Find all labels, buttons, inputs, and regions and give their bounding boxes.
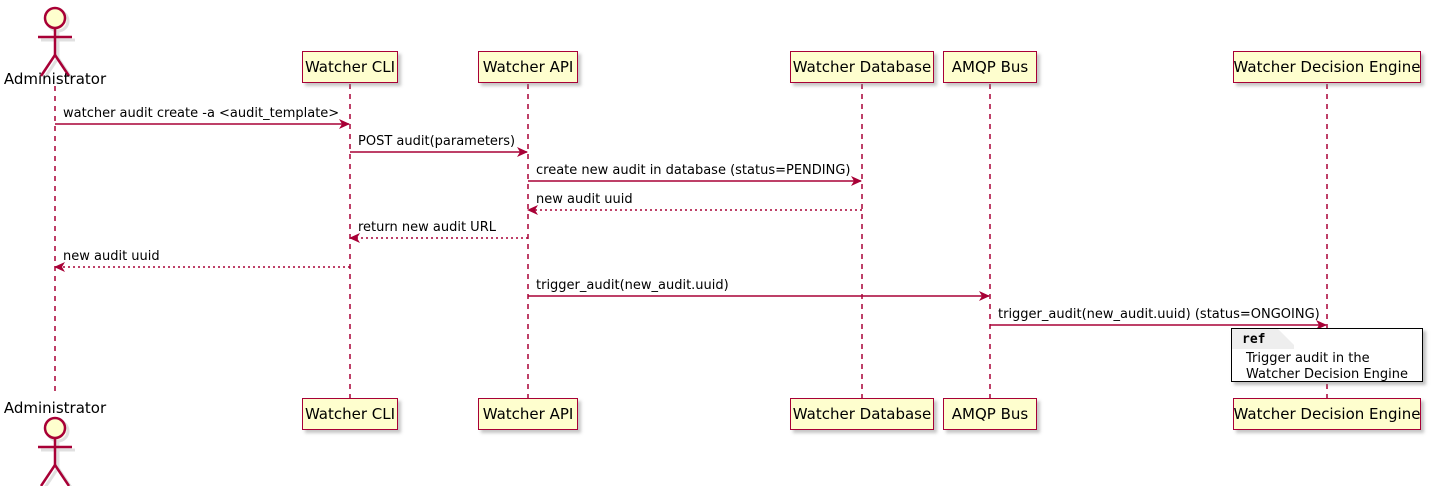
message-label-2: POST audit(parameters)	[358, 134, 516, 149]
message-label-7: trigger_audit(new_audit.uuid)	[536, 278, 729, 293]
participant-label: Watcher Decision Engine	[1233, 404, 1421, 423]
participant-box-bottom-watcher-database[interactable]: Watcher Database	[790, 398, 934, 430]
actor-label-administrator-top: Administrator	[3, 70, 107, 88]
participant-box-bottom-amqp-bus[interactable]: AMQP Bus	[943, 398, 1037, 430]
ref-body-line-2: Watcher Decision Engine	[1246, 367, 1408, 382]
actor-leg-right	[53, 464, 71, 486]
actor-figure-administrator-bottom	[38, 416, 75, 486]
message-label-4: new audit uuid	[536, 192, 633, 207]
ref-fragment: ref Trigger audit in the Watcher Decisio…	[1231, 328, 1423, 382]
actor-figure-administrator-top	[38, 6, 75, 80]
participant-box-top-watcher-api[interactable]: Watcher API	[478, 51, 578, 83]
participant-label: Watcher Decision Engine	[1233, 57, 1421, 76]
participant-box-top-watcher-cli[interactable]: Watcher CLI	[302, 51, 398, 83]
actor-leg-left	[39, 464, 57, 486]
message-label-3: create new audit in database (status=PEN…	[536, 163, 851, 178]
participant-label: Watcher CLI	[304, 57, 396, 76]
ref-tab-shape	[1232, 329, 1294, 349]
participant-box-bottom-watcher-api[interactable]: Watcher API	[478, 398, 578, 430]
participant-label: Watcher CLI	[304, 404, 396, 423]
participant-label: Watcher Database	[792, 404, 932, 423]
participant-box-top-amqp-bus[interactable]: AMQP Bus	[943, 51, 1037, 83]
participant-label: AMQP Bus	[951, 404, 1029, 423]
message-label-1: watcher audit create -a <audit_template>	[63, 106, 340, 121]
participant-label: Watcher API	[482, 404, 574, 423]
ref-body-line-1: Trigger audit in the	[1246, 351, 1370, 366]
participant-label: AMQP Bus	[951, 57, 1029, 76]
actor-leg-right	[53, 54, 71, 77]
message-label-8: trigger_audit(new_audit.uuid) (status=ON…	[998, 307, 1320, 322]
participant-box-bottom-watcher-cli[interactable]: Watcher CLI	[302, 398, 398, 430]
actor-leg-left	[42, 57, 60, 80]
message-label-6: new audit uuid	[63, 249, 160, 264]
participant-label: Watcher Database	[792, 57, 932, 76]
participant-label: Watcher API	[482, 57, 574, 76]
ref-tab-label: ref	[1242, 332, 1266, 347]
participant-box-top-watcher-decision-engine[interactable]: Watcher Decision Engine	[1233, 51, 1421, 83]
participant-box-bottom-watcher-decision-engine[interactable]: Watcher Decision Engine	[1233, 398, 1421, 430]
participant-box-top-watcher-database[interactable]: Watcher Database	[790, 51, 934, 83]
ref-body-text: Trigger audit in the Watcher Decision En…	[1246, 351, 1408, 383]
actor-leg-left	[39, 54, 57, 77]
message-label-5: return new audit URL	[358, 220, 496, 235]
actor-label-administrator-bottom: Administrator	[3, 399, 107, 417]
